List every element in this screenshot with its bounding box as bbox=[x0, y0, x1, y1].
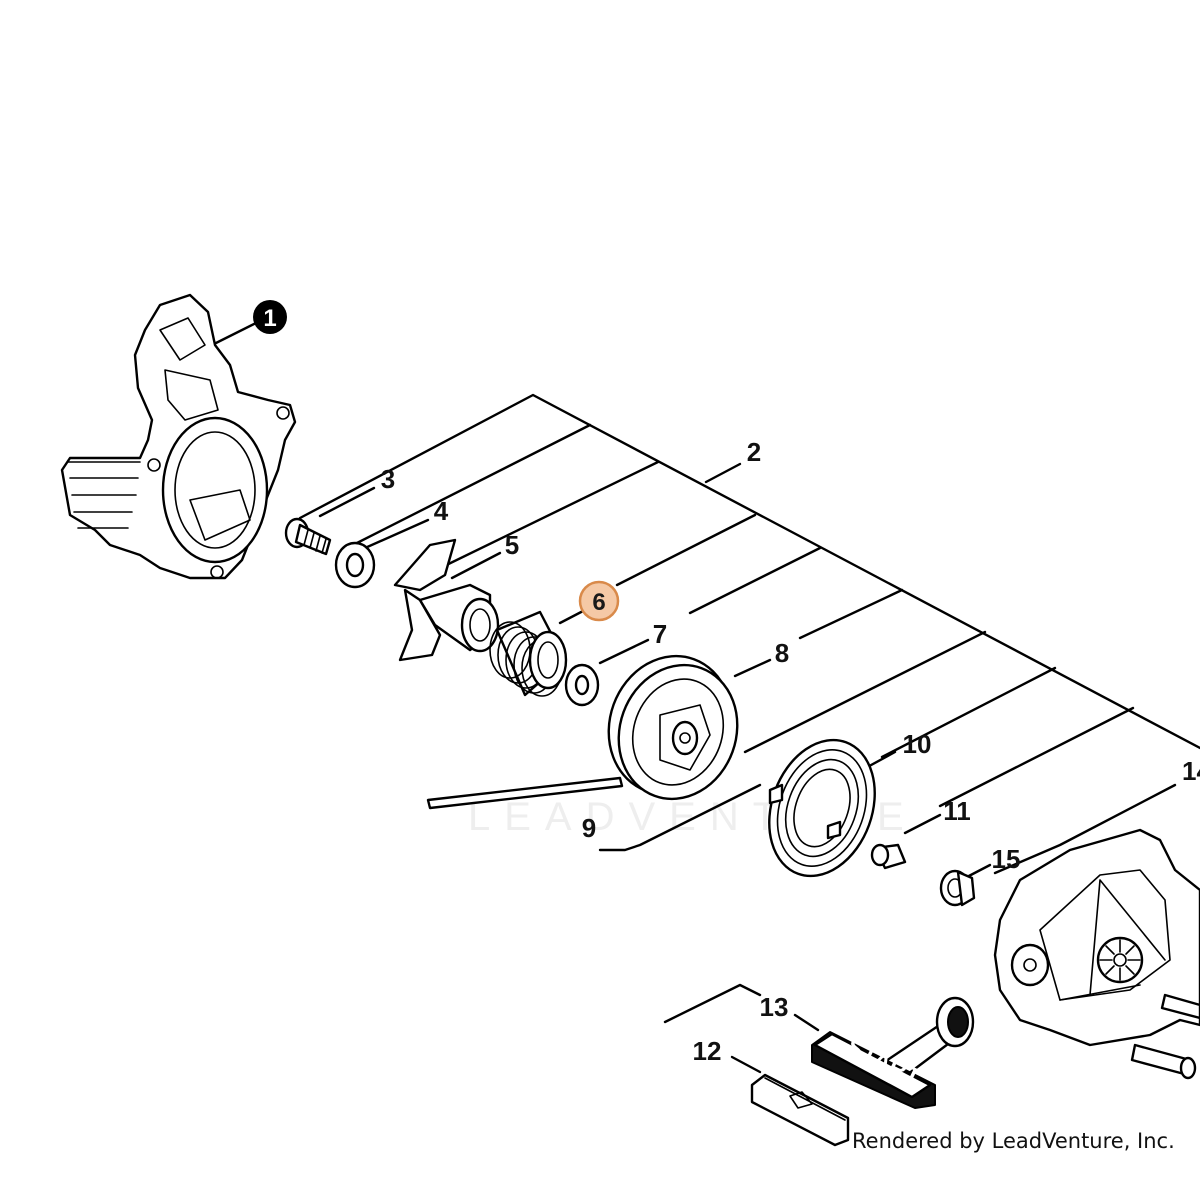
leader-line-13 bbox=[663, 983, 762, 1024]
part-10-rewind-spring bbox=[768, 738, 876, 878]
part-3-screw bbox=[284, 517, 332, 556]
callout-11-label[interactable]: 11 bbox=[943, 796, 971, 826]
part-1-starter-cover bbox=[60, 293, 297, 580]
callout-5-label[interactable]: 5 bbox=[505, 530, 519, 560]
leader-line-5 bbox=[450, 551, 502, 580]
part-11-bushing bbox=[870, 843, 907, 870]
leader-line-6 bbox=[615, 513, 757, 587]
part-14-fan-housing bbox=[993, 828, 1200, 1080]
callout-8-label[interactable]: 8 bbox=[775, 638, 789, 668]
leader-line-12 bbox=[730, 1055, 762, 1074]
callout-14-label[interactable]: 14 bbox=[1182, 756, 1200, 786]
part-4-washer bbox=[334, 541, 376, 589]
callout-12-label[interactable]: 12 bbox=[693, 1036, 722, 1066]
leader-line-1 bbox=[214, 320, 260, 345]
part-13-starter-grip: START bbox=[811, 996, 975, 1109]
leader-line-4 bbox=[351, 423, 592, 547]
callout-10-label[interactable]: 10 bbox=[903, 729, 932, 759]
part-7-washer bbox=[564, 663, 600, 707]
part-8-rope-rotor bbox=[607, 654, 739, 801]
callout-6[interactable]: 6 bbox=[578, 580, 620, 622]
credit-text: Rendered by LeadVenture, Inc. bbox=[852, 1129, 1175, 1153]
callout-1-label[interactable]: 1 bbox=[263, 305, 276, 332]
callout-2-label[interactable]: 2 bbox=[747, 437, 761, 467]
callout-1[interactable]: 1 bbox=[253, 300, 287, 334]
part-9-starter-rope bbox=[426, 776, 624, 810]
part-6-spring bbox=[489, 610, 568, 697]
part-15-sleeve bbox=[939, 869, 976, 907]
callout-7-label[interactable]: 7 bbox=[653, 619, 667, 649]
callout-6-label[interactable]: 6 bbox=[592, 589, 605, 616]
part-12-grip-insert bbox=[750, 1073, 850, 1147]
callout-4-label[interactable]: 4 bbox=[434, 496, 449, 526]
part-5-carrier bbox=[393, 538, 500, 662]
leader-line-8 bbox=[733, 658, 772, 678]
callout-15-label[interactable]: 15 bbox=[992, 844, 1021, 874]
leader-line-2 bbox=[704, 462, 742, 484]
callout-13-label[interactable]: 13 bbox=[760, 992, 789, 1022]
callout-9-label[interactable]: 9 bbox=[582, 813, 596, 843]
callout-1-marker[interactable] bbox=[253, 300, 287, 334]
leader-line-3 bbox=[318, 486, 376, 518]
assembly-bracket bbox=[298, 393, 1200, 875]
callout-3-label[interactable]: 3 bbox=[381, 464, 395, 494]
leader-line-7 bbox=[598, 638, 650, 665]
callout-6-highlight[interactable] bbox=[578, 580, 620, 622]
leader-line-11 bbox=[903, 813, 942, 835]
